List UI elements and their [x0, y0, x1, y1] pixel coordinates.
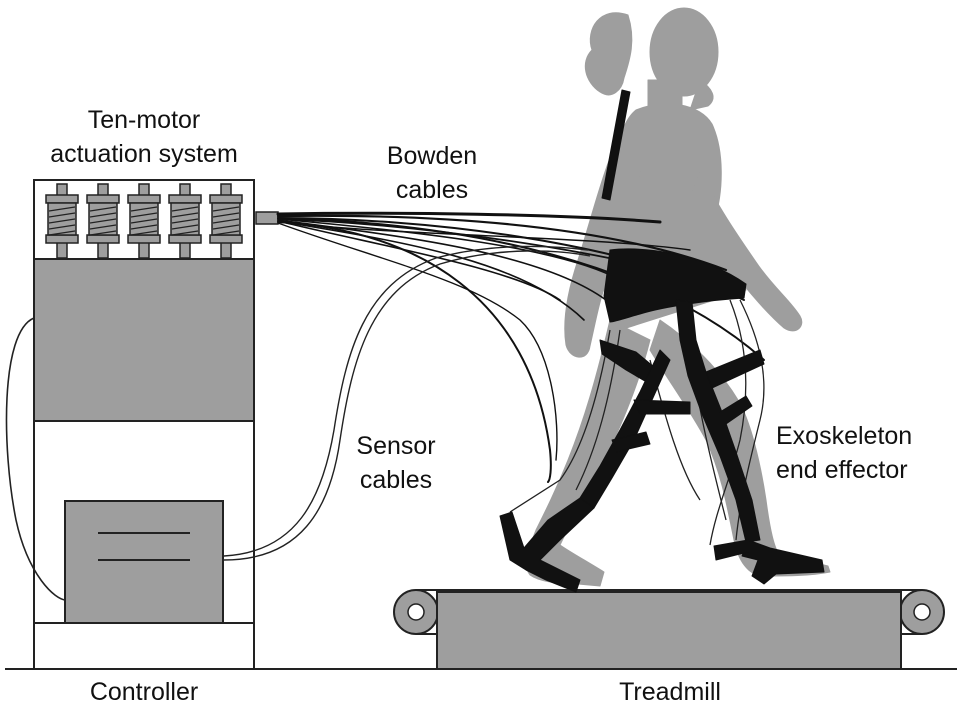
actuator-housing	[33, 258, 255, 422]
controller-unit	[64, 500, 224, 624]
sensor-cables	[223, 245, 591, 561]
actuation-system-label-line1: Ten-motor	[87, 106, 201, 134]
controller-cabinet	[33, 179, 255, 670]
sensor-cable-left-loop	[5, 317, 67, 601]
exoskeleton-label-line2: end effector	[776, 456, 908, 484]
motor-spool	[127, 183, 161, 259]
motor-spool	[45, 183, 79, 259]
motor-spool	[209, 183, 243, 259]
motor-array	[45, 183, 243, 259]
motor-spool	[168, 183, 202, 259]
bowden-cables-label-line2: cables	[395, 176, 469, 204]
sensor-cables-label-line1: Sensor	[356, 432, 436, 460]
bowden-cables-label-line1: Bowden	[386, 142, 478, 170]
treadmill	[393, 589, 945, 670]
motor-spool	[86, 183, 120, 259]
actuation-system-label-line2: actuation system	[50, 140, 238, 168]
bowden-cable-bundle	[276, 211, 765, 483]
controller-label: Controller	[89, 678, 199, 706]
cable-connector	[255, 211, 279, 225]
exoskeleton-end-effector	[499, 89, 825, 593]
treadmill-label: Treadmill	[619, 678, 721, 706]
exoskeleton-label-line1: Exoskeleton	[776, 422, 913, 450]
sensor-cables-label-line2: cables	[359, 466, 433, 494]
